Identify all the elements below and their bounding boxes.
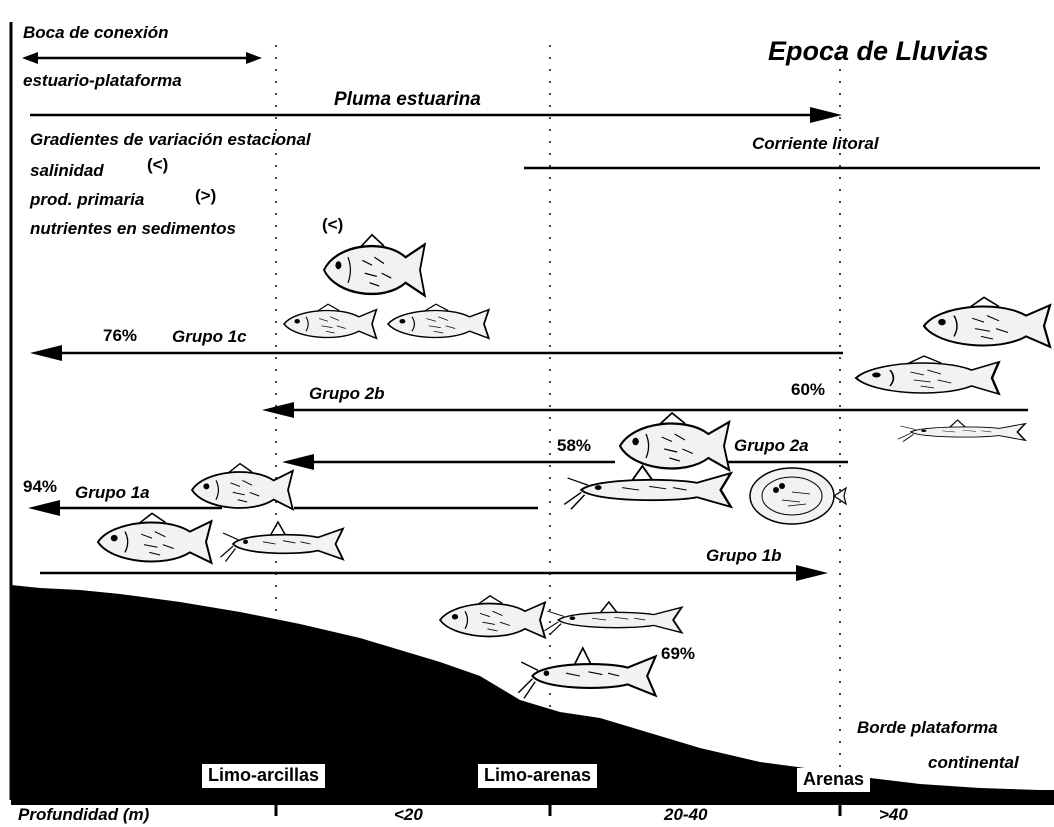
mouth-label-2: estuario-plataforma — [23, 71, 182, 90]
sediment-sand: Arenas — [797, 768, 871, 792]
chart-title: Epoca de Lluvias — [768, 36, 989, 66]
nutrients-sign: (<) — [322, 215, 344, 234]
group-1a-label: Grupo 1a — [75, 483, 150, 502]
nutrients-label: nutrientes en sedimentos — [30, 219, 236, 238]
fish-croaker-icon — [439, 594, 546, 639]
depth-range-1: <20 — [394, 805, 423, 824]
group-1a-percent: 94% — [23, 477, 58, 496]
group-2a-arrow-head — [282, 454, 314, 470]
depth-range-2: 20-40 — [664, 805, 708, 824]
salinity-label: salinidad — [30, 161, 104, 180]
fish-grunt-icon — [922, 296, 1052, 348]
fish-herring-icon-2 — [387, 303, 490, 340]
group-1b-percent: 69% — [661, 644, 696, 663]
sea-floor-profile — [11, 585, 1054, 805]
group-1c-arrow-head — [30, 345, 62, 361]
fish-grunt-icon-2 — [191, 462, 294, 511]
depth-axis-label: Profundidad (m) — [18, 805, 150, 824]
group-2b-arrow-head — [262, 402, 294, 418]
fish-grunt-icon-3 — [96, 512, 213, 564]
plume-label: Pluma estuarina — [334, 89, 481, 110]
group-2a-percent: 58% — [557, 436, 592, 455]
fish-flatfish-icon — [749, 467, 847, 525]
group-2b-label: Grupo 2b — [309, 384, 385, 403]
group-2b-percent: 60% — [791, 380, 826, 399]
primary-production-label: prod. primaria — [30, 190, 145, 209]
salinity-sign: (<) — [147, 155, 169, 174]
fish-catfish-icon-4 — [517, 646, 657, 700]
group-1c-percent: 76% — [103, 326, 138, 345]
sediment-silt-sand: Limo-arenas — [478, 764, 598, 788]
depth-range-3: >40 — [879, 805, 908, 824]
mouth-arrow-head-left — [22, 52, 38, 64]
group-2a-label: Grupo 2a — [734, 436, 809, 455]
gradients-heading: Gradientes de variación estacional — [30, 130, 311, 149]
fish-catfish-icon-3 — [543, 600, 683, 636]
group-1a-arrow-head — [28, 500, 60, 516]
plume-arrow-head — [810, 107, 842, 123]
current-label: Corriente litoral — [752, 134, 879, 153]
primary-production-sign: (>) — [195, 186, 217, 205]
mouth-arrow-head-right — [246, 52, 262, 64]
fish-snapper-icon — [618, 411, 731, 472]
fish-needle-icon — [896, 419, 1027, 443]
group-1b-arrow-head — [796, 565, 828, 581]
group-1b-label: Grupo 1b — [706, 546, 782, 565]
fish-mackerel-icon — [854, 354, 1001, 396]
sediment-silt-clay: Limo-arcillas — [202, 764, 326, 788]
fish-jack-icon — [322, 233, 426, 297]
shelf-edge-label-1: Borde plataforma — [857, 718, 998, 737]
fish-catfish-icon-1 — [562, 464, 733, 511]
shelf-edge-label-2: continental — [928, 753, 1019, 772]
mouth-label-1: Boca de conexión — [23, 23, 169, 42]
fish-catfish-icon-2 — [219, 521, 344, 563]
fish-herring-icon-1 — [283, 303, 378, 340]
group-1c-label: Grupo 1c — [172, 327, 247, 346]
